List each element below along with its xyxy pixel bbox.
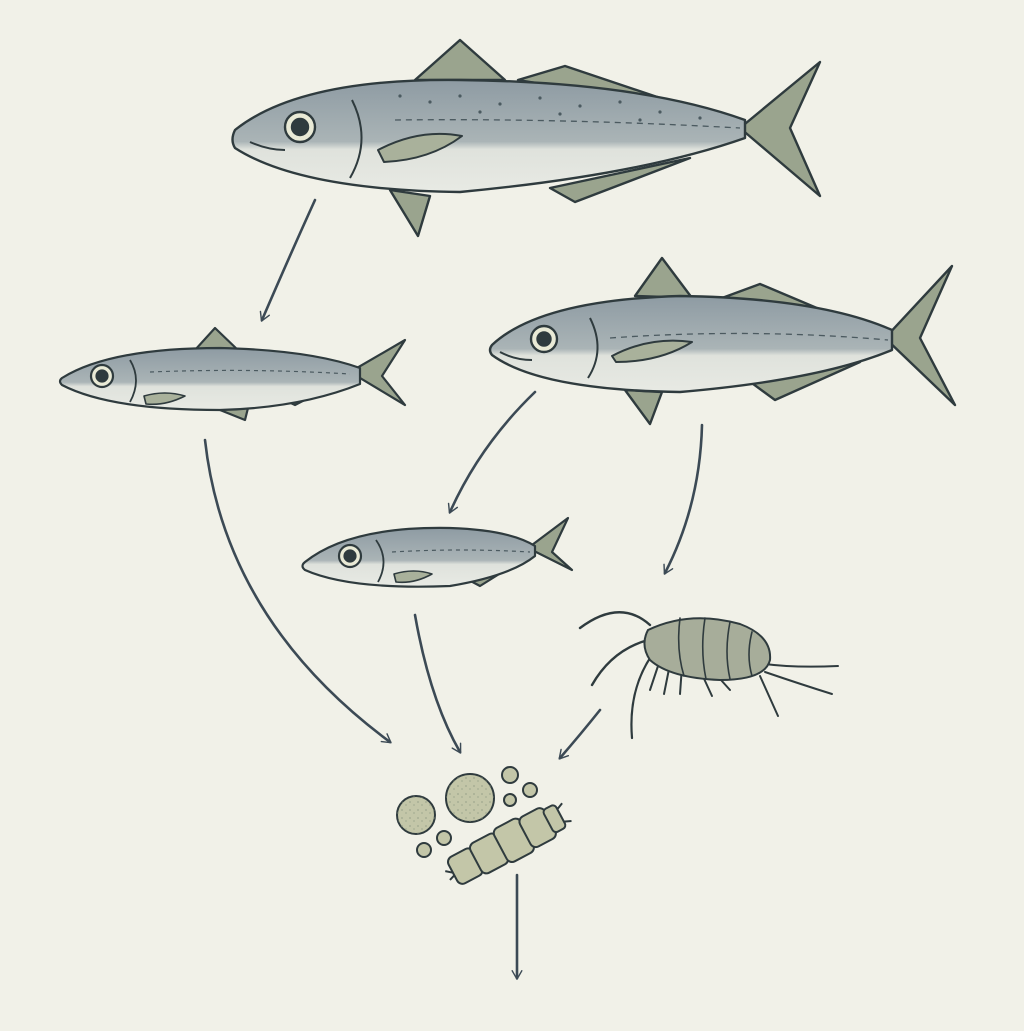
diagram-canvas (0, 0, 1024, 1031)
food-web-diagram (0, 0, 1024, 1031)
